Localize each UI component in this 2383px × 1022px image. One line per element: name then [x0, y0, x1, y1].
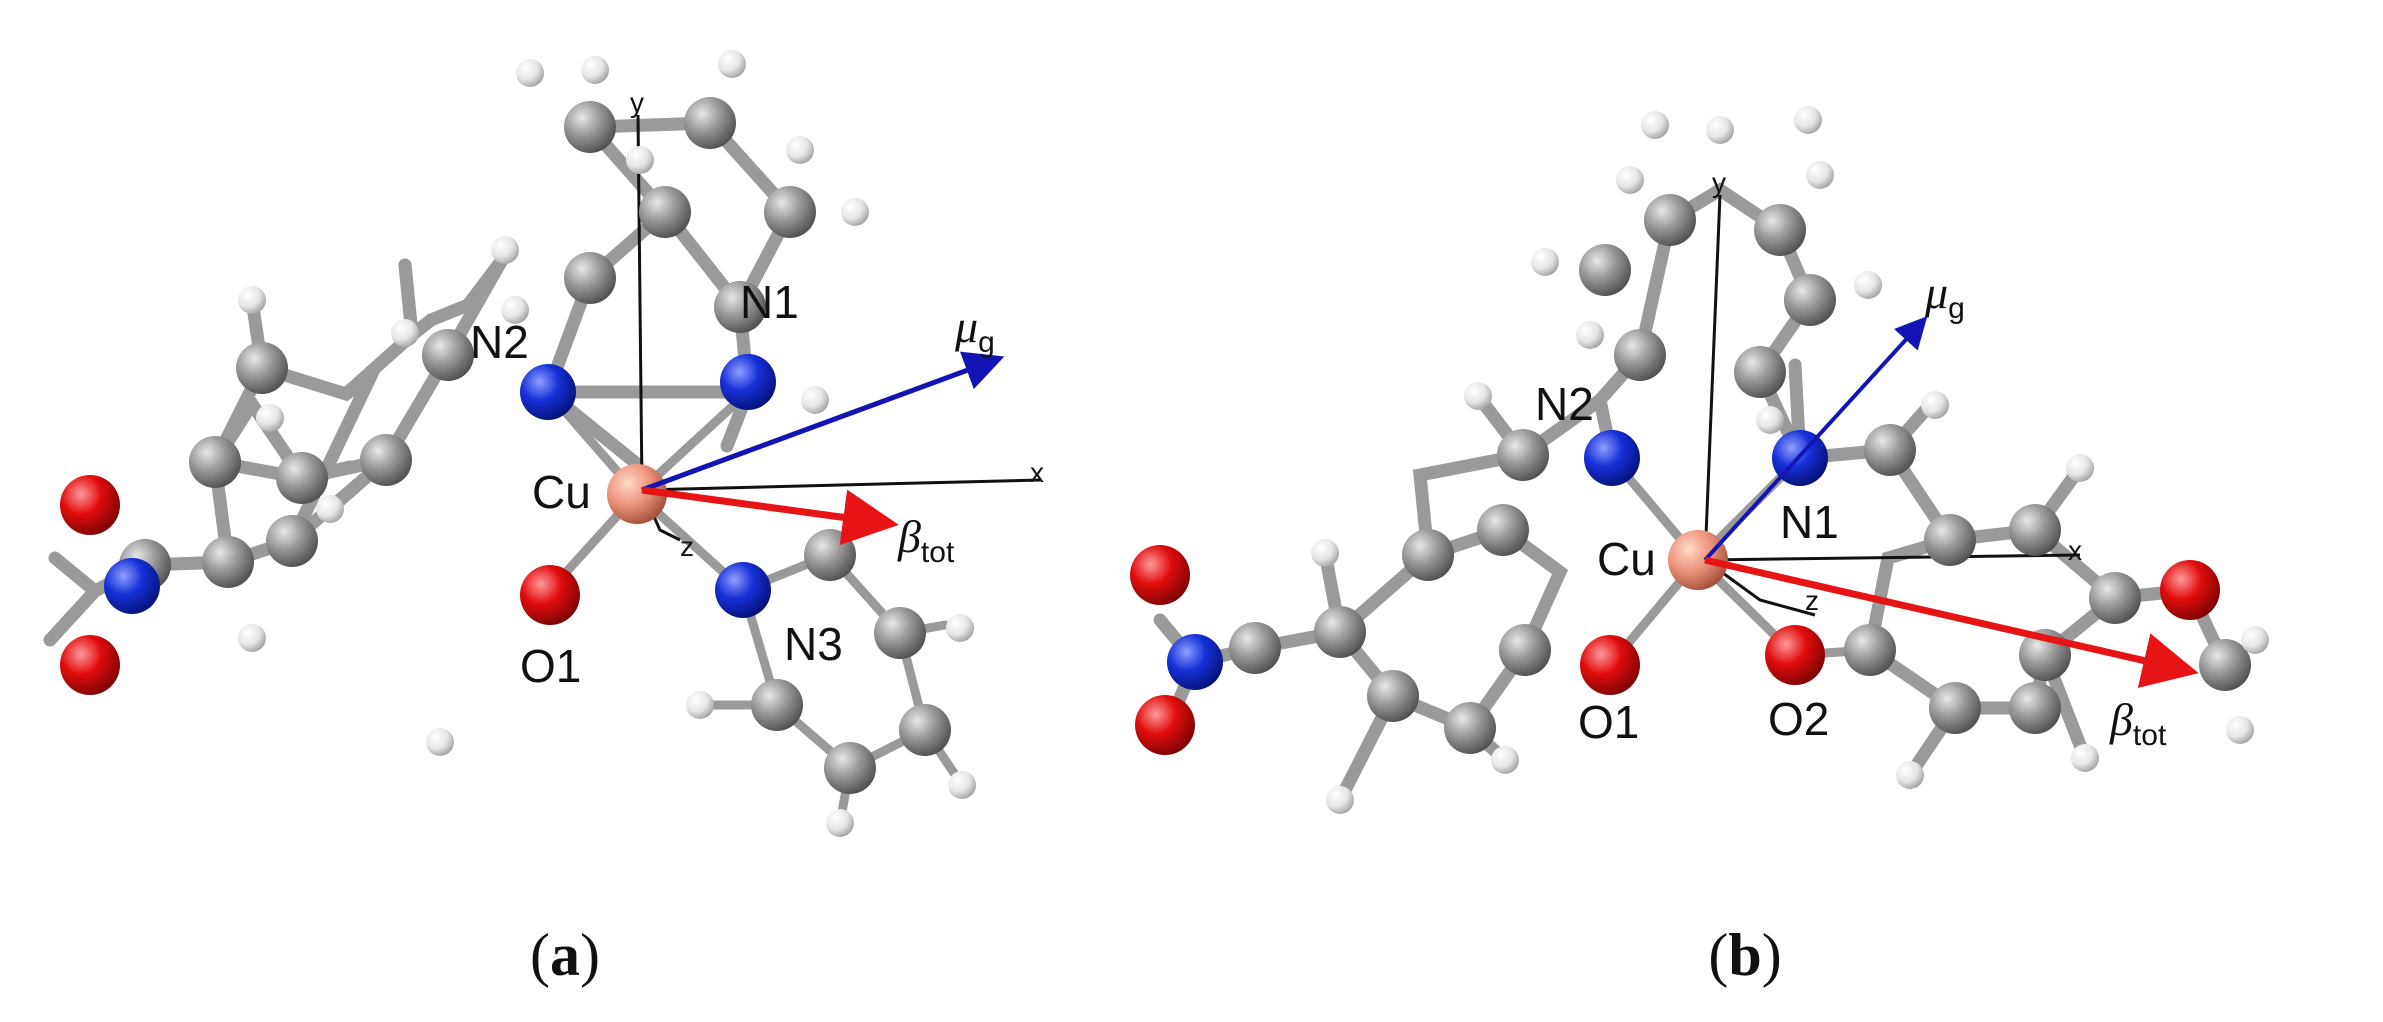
panel-b-y-axis-label: y: [1712, 167, 1726, 198]
panel-b-n2-label: N2: [1535, 378, 1594, 430]
panel-a: Cu N1 N2 N3 O1 x y z μg βtot (a): [43, 50, 1044, 988]
panel-b: Cu N1 N2 O1 O2 x y z μg βtot (b): [1130, 106, 2269, 988]
panel-a-o1-label: O1: [520, 640, 581, 692]
panel-a-mu-label: μg: [954, 301, 995, 359]
panel-b-z-axis-label: z: [1805, 585, 1819, 616]
panel-a-beta-label: βtot: [897, 511, 955, 569]
panel-a-n3-label: N3: [784, 618, 843, 670]
panel-b-labels: Cu N1 N2 O1 O2 x y z μg βtot: [1535, 167, 2167, 752]
panel-a-caption-letter: a: [550, 922, 580, 988]
panel-b-caption-open: (: [1708, 922, 1728, 988]
panel-a-beta-arrow: [641, 486, 899, 546]
panel-a-cu-label: Cu: [532, 466, 591, 518]
panel-a-oxygen-atoms: [60, 475, 580, 695]
panel-b-o1-label: O1: [1578, 696, 1639, 748]
panel-a-labels: Cu N1 N2 N3 O1 x y z μg βtot: [470, 87, 1044, 692]
panel-a-hydrogen-atoms: [238, 50, 976, 837]
panel-b-oxygen-atoms: [1130, 545, 2220, 755]
panel-a-x-axis-label: x: [1030, 457, 1044, 488]
panel-a-n1-label: N1: [740, 276, 799, 328]
panel-b-x-axis-label: x: [2068, 535, 2082, 566]
panel-b-hydrogen-atoms: [1311, 106, 2269, 814]
panel-b-beta-symbol: β: [2109, 694, 2133, 745]
panel-b-beta-subscript: tot: [2133, 719, 2167, 752]
panel-b-mu-label: μg: [1924, 267, 1965, 325]
panel-a-nitrogen-atoms: [104, 354, 776, 618]
panel-b-caption: (b): [1708, 922, 1781, 988]
panel-a-copper-atom: [607, 464, 667, 524]
panel-a-z-axis-label: z: [680, 531, 694, 562]
panel-b-mu-subscript: g: [1948, 292, 1965, 325]
panel-b-mu-arrow: [1703, 316, 1928, 562]
panel-a-beta-symbol: β: [897, 511, 921, 562]
panel-b-mu-symbol: μ: [1924, 267, 1948, 318]
panel-a-beta-subscript: tot: [921, 536, 955, 569]
panel-a-mu-subscript: g: [978, 326, 995, 359]
panel-b-o2-label: O2: [1768, 693, 1829, 745]
panel-a-caption: (a): [530, 922, 600, 988]
panel-a-n2-label: N2: [470, 316, 529, 368]
panel-a-caption-open: (: [530, 922, 550, 988]
panel-b-cu-label: Cu: [1597, 533, 1656, 585]
panel-b-caption-close: ): [1762, 922, 1782, 988]
panel-a-molecule: [43, 50, 1041, 837]
panel-a-y-axis-label: y: [630, 87, 644, 118]
panel-b-carbon-atoms: [1229, 194, 2251, 754]
panel-a-mu-arrow: [641, 351, 1005, 493]
panel-b-caption-letter: b: [1728, 922, 1761, 988]
panel-a-mu-symbol: μ: [954, 301, 978, 352]
panel-b-n1-label: N1: [1780, 496, 1839, 548]
panel-b-beta-label: βtot: [2109, 694, 2167, 752]
panel-b-beta-arrow: [1704, 556, 2199, 688]
panel-b-molecule: [1130, 106, 2269, 814]
panel-b-copper-atom: [1668, 530, 1728, 590]
panel-a-caption-close: ): [580, 922, 600, 988]
